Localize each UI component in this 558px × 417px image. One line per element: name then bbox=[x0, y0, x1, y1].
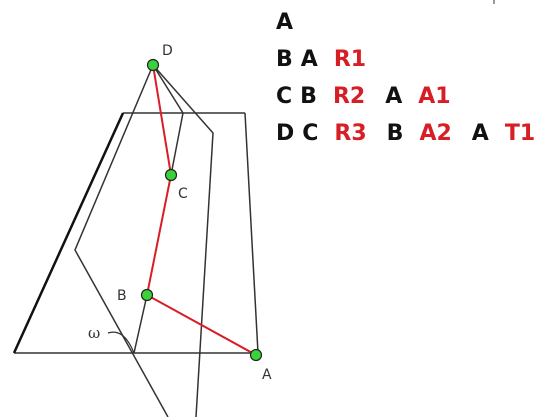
sequence-token: A bbox=[276, 10, 294, 35]
label-A: A bbox=[262, 367, 272, 383]
rotated-frame-line bbox=[74, 64, 169, 417]
corner-marker bbox=[493, 0, 495, 4]
red-chain bbox=[145, 64, 257, 356]
sequence-token: B bbox=[300, 84, 317, 109]
point-C[interactable] bbox=[164, 168, 178, 182]
sequence-token: B bbox=[386, 121, 404, 146]
link-B-lower bbox=[133, 294, 148, 354]
sequence-token: C bbox=[302, 121, 319, 146]
sequence-token-red: T1 bbox=[504, 121, 536, 146]
sequence-token-red: A1 bbox=[418, 84, 451, 109]
label-B: B bbox=[117, 288, 127, 304]
link-D-to-upper bbox=[152, 64, 184, 114]
label-D: D bbox=[162, 43, 173, 59]
angle-omega-label: ω bbox=[88, 324, 100, 342]
point-D[interactable] bbox=[146, 58, 160, 72]
sequence-token-red: A2 bbox=[419, 121, 452, 146]
right-edge-line bbox=[244, 112, 259, 354]
sequence-token: D bbox=[276, 121, 295, 146]
label-C: C bbox=[178, 186, 188, 202]
sequence-token: A bbox=[300, 47, 318, 72]
sequence-token: C bbox=[276, 84, 293, 109]
sequence-token: B bbox=[276, 47, 293, 72]
sequence-token-red: R3 bbox=[334, 121, 367, 146]
sequence-token: A bbox=[471, 121, 489, 146]
sequence-token: A bbox=[385, 84, 403, 109]
sequence-token-red: R1 bbox=[333, 47, 367, 72]
point-A[interactable] bbox=[249, 348, 263, 362]
angle-arc bbox=[107, 331, 135, 354]
point-B[interactable] bbox=[140, 288, 154, 302]
sequence-token-red: R2 bbox=[332, 84, 366, 109]
sequence-row: A bbox=[276, 4, 555, 41]
link-C-upper bbox=[170, 112, 184, 176]
left-edge-line bbox=[12, 112, 125, 354]
rotated-frame-line-right bbox=[152, 64, 214, 417]
